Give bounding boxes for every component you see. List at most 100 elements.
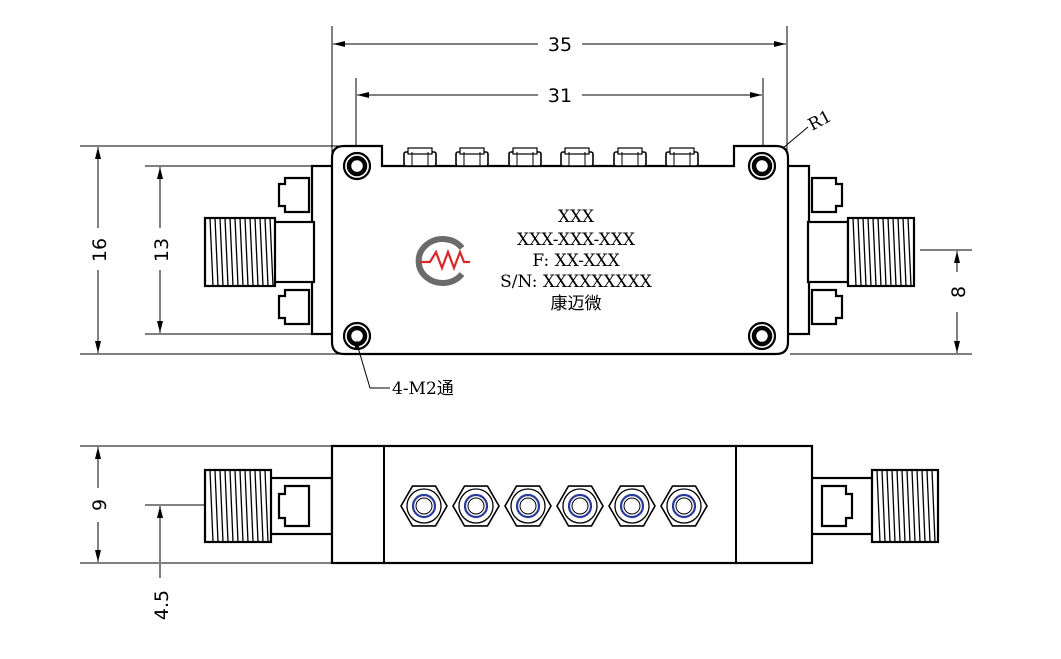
side-view: 9 4.5 [80, 444, 940, 620]
connector-tab [277, 484, 311, 528]
thread-line [931, 469, 936, 543]
thread-line [887, 217, 892, 287]
thread-line [876, 469, 881, 543]
label-serial: S/N: XXXXXXXXX [500, 272, 653, 292]
thread-line [852, 217, 857, 287]
thread-line [907, 217, 912, 287]
thread-line [224, 217, 229, 287]
thread-line [234, 469, 239, 543]
thread-line [224, 469, 229, 543]
label-brand: 康迈微 [551, 294, 602, 314]
tuning-screw-side [504, 485, 552, 527]
connector-flange [785, 164, 811, 336]
thread-line [906, 469, 911, 543]
dim-width-inner: 31 [548, 85, 572, 107]
logo-wave [420, 248, 470, 272]
thread-line [249, 217, 254, 287]
thread-line [897, 217, 902, 287]
tuning-screw-side [608, 485, 656, 527]
thread-line [882, 217, 887, 287]
dim-radius: R1 [805, 107, 835, 136]
connector-body [272, 220, 316, 284]
right-sma-connector-side [809, 468, 940, 544]
thread-line [264, 469, 269, 543]
tuning-screw-top [508, 147, 542, 167]
thread-lines [209, 217, 274, 287]
thread-line [916, 469, 921, 543]
tuning-screw-top [613, 147, 647, 167]
tuning-screw-side [452, 485, 500, 527]
thread-line [902, 217, 907, 287]
thread-lines [209, 469, 269, 543]
thread-line [886, 469, 891, 543]
right-sma-connector [785, 164, 916, 336]
left-sma-connector [203, 164, 336, 336]
thread-line [862, 217, 867, 287]
tuning-screw-top [665, 147, 699, 167]
thread-line [239, 217, 244, 287]
thread-line [857, 217, 862, 287]
thread-line [264, 217, 269, 287]
label-model: XXX [558, 207, 595, 227]
thread-line [901, 469, 906, 543]
mount-hole [747, 321, 777, 351]
dim-connector-offset: 8 [948, 286, 970, 298]
dim-side-height: 9 [89, 499, 111, 511]
connector-tab-top [277, 176, 311, 214]
dim-height-inner: 13 [151, 238, 173, 262]
thread-line [259, 469, 264, 543]
tuning-screw-top [403, 147, 437, 167]
thread-line [234, 217, 239, 287]
thread-line [229, 217, 234, 287]
tuning-screw-top [560, 147, 594, 167]
thread-lines [852, 217, 912, 287]
thread-line [926, 469, 931, 543]
thread-line [244, 217, 249, 287]
thread-line [209, 217, 214, 287]
connector-tab-bottom [810, 288, 844, 326]
tuning-screw-side [660, 485, 708, 527]
thread-line [911, 469, 916, 543]
thread-lines [876, 469, 936, 543]
mount-hole [747, 151, 777, 181]
thread-line [219, 469, 224, 543]
label-frequency: F: XX-XXX [532, 251, 620, 271]
leader-arrow [354, 340, 360, 350]
mount-hole-callout: 4-M2通 [392, 379, 454, 399]
connector-tab-bottom [277, 288, 311, 326]
mount-hole [342, 151, 372, 181]
tuning-screw-top [455, 147, 489, 167]
thread-line [921, 469, 926, 543]
connector-tab-top [810, 176, 844, 214]
thread-line [209, 469, 214, 543]
tuning-screws-side [400, 485, 708, 527]
thread-line [214, 217, 219, 287]
connector-tab [820, 484, 854, 528]
thread-line [892, 217, 897, 287]
thread-line [254, 469, 259, 543]
thread-line [259, 217, 264, 287]
dim-side-offset: 4.5 [151, 590, 173, 620]
thread-line [269, 217, 274, 287]
thread-line [867, 217, 872, 287]
connector-body [806, 220, 850, 284]
thread-line [219, 217, 224, 287]
filter-body [330, 144, 790, 356]
dim-height-outer: 16 [89, 238, 111, 262]
connector-flange [310, 164, 336, 336]
thread-line [214, 469, 219, 543]
thread-line [881, 469, 886, 543]
left-sma-connector-side [203, 468, 334, 544]
mount-hole-leader [356, 343, 390, 389]
dim-width-outer: 35 [548, 34, 572, 56]
thread-line [896, 469, 901, 543]
radius-leader [782, 126, 809, 149]
label-part-number: XXX-XXX-XXX [517, 230, 636, 250]
tuning-screws-top [403, 147, 699, 167]
brand-logo [415, 236, 470, 286]
thread-line [254, 217, 259, 287]
top-view: 35 31 R1 16 13 8 [80, 26, 972, 399]
thread-line [872, 217, 877, 287]
thread-line [891, 469, 896, 543]
